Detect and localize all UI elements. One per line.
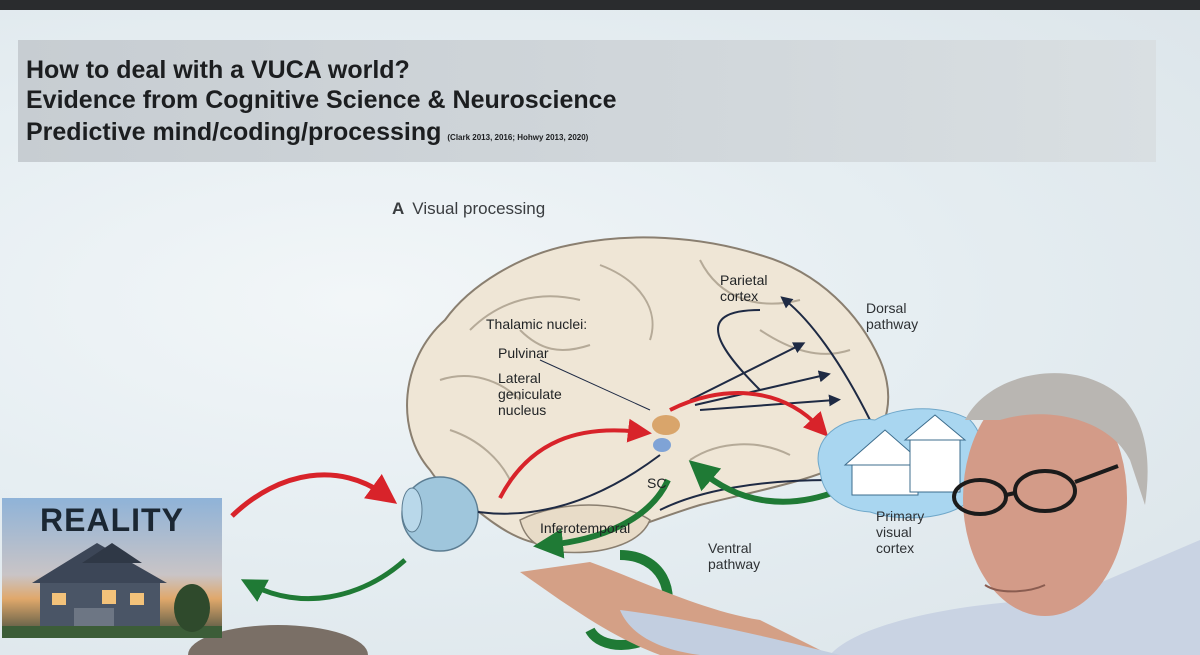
- slide-title-line-3-text: Predictive mind/coding/processing: [26, 118, 442, 146]
- slide-title-box: [18, 40, 1156, 162]
- label-dorsal-pathway: Dorsal pathway: [866, 300, 919, 332]
- slide-title-line-2: Evidence from Cognitive Science & Neuros…: [26, 86, 617, 114]
- label-inferotemporal: Inferotemporal: [540, 520, 631, 536]
- house-icon: [817, 408, 984, 519]
- slide-title-line-3: Predictive mind/coding/processing (Clark …: [26, 118, 588, 147]
- eye-icon: [401, 476, 479, 552]
- pathway-arrows: [477, 296, 871, 515]
- label-sc: SC: [647, 475, 667, 491]
- label-pulvinar: Pulvinar: [498, 345, 549, 361]
- label-ventral-pathway: Ventral pathway: [708, 540, 761, 572]
- screen-bezel: [0, 0, 1200, 10]
- label-lgn: Lateral geniculate nucleus: [498, 370, 562, 418]
- panel-letter: A: [392, 199, 405, 218]
- label-primary-visual-cortex: Primary visual cortex: [876, 508, 925, 556]
- panel-title: Visual processing: [412, 199, 546, 218]
- presenter: [520, 373, 1200, 655]
- slide-title-line-1: How to deal with a VUCA world?: [26, 56, 410, 84]
- reality-image: REALITY: [2, 498, 222, 638]
- label-parietal-cortex: Parietal cortex: [720, 272, 768, 304]
- panel-label: A Visual processing: [392, 199, 545, 219]
- audience-head: [188, 625, 368, 655]
- citation: (Clark 2013, 2016; Hohwy 2013, 2020): [447, 133, 589, 142]
- label-thalamic-nuclei: Thalamic nuclei:: [486, 316, 588, 332]
- feedforward-arrows: [230, 391, 829, 518]
- house-photo-icon: [2, 543, 222, 638]
- reality-title: REALITY: [40, 502, 184, 538]
